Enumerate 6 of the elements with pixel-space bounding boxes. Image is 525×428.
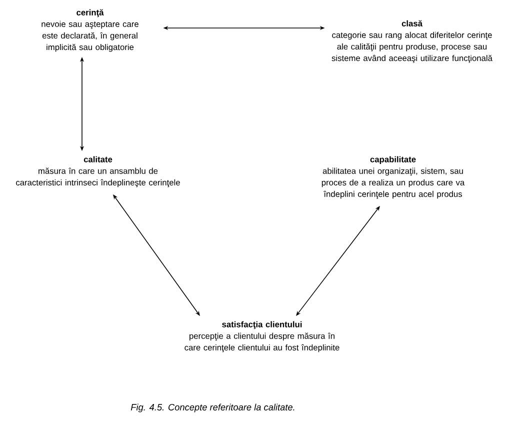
concept-text: clasă categorie sau rang alocat diferitelor cerinţe ale calităţii pentru produse, procese sau sisteme având aceeaşi utilizare funcţională [332,20,492,63]
concept-text: capabilitate abilitatea unei organizaţii, sistem, sau proces de a realiza un produs care va îndeplini cerinţele pentru acel produs [322,156,465,199]
concept-text: cerinţă nevoie sau aşteptare care este declarată, în general implicită sau obligatorie [42,9,138,52]
caption: Fig. 4.5. Concepte referitoare la calitate. [130,404,294,412]
concept-text: calitate măsura în care un ansamblu de caracteristici intrinseci îndeplineşte cerinţele [16,156,180,188]
concept-text: satisfacţia clientului percepţie a clientului despre măsura în care cerinţele clientului au fost îndeplinite [184,321,340,352]
